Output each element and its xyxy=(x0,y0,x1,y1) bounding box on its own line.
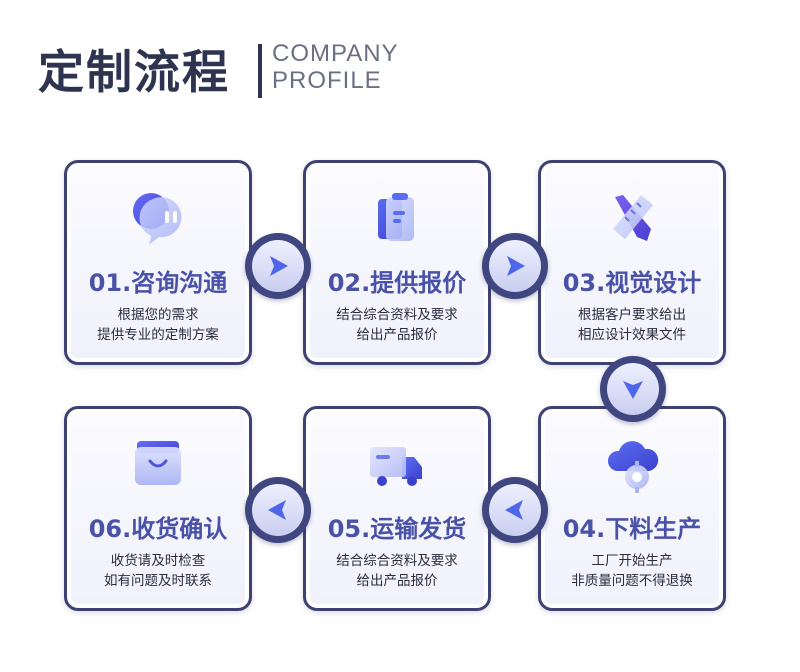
arrow-left-icon xyxy=(268,500,286,520)
step-description: 工厂开始生产 非质量问题不得退换 xyxy=(541,551,723,591)
arrow-right-icon xyxy=(507,256,525,276)
arrow-right-icon xyxy=(270,256,288,276)
step-card-5: 05.运输发货 结合综合资料及要求 给出产品报价 xyxy=(303,406,491,611)
step-desc-line-2: 如有问题及时联系 xyxy=(104,573,212,589)
step-title: 02.提供报价 xyxy=(327,269,467,297)
step-card-4: 04.下料生产 工厂开始生产 非质量问题不得退换 xyxy=(538,406,726,611)
step-description: 结合综合资料及要求 给出产品报价 xyxy=(306,551,488,591)
header-subtitle: COMPANY PROFILE xyxy=(272,40,399,94)
step-card-2: 02.提供报价 结合综合资料及要求 给出产品报价 xyxy=(303,160,491,365)
arrow-left-icon xyxy=(505,500,523,520)
step-desc-line-1: 根据客户要求给出 xyxy=(578,307,686,323)
arrow-right-2 xyxy=(482,233,548,299)
step-card-3: 03.视觉设计 根据客户要求给出 相应设计效果文件 xyxy=(538,160,726,365)
step-title: 01.咨询沟通 xyxy=(88,269,228,297)
step-desc-line-1: 收货请及时检查 xyxy=(110,553,206,569)
step-description: 收货请及时检查 如有问题及时联系 xyxy=(67,551,249,591)
arrow-left-2 xyxy=(245,477,311,543)
step-card-1: 01.咨询沟通 根据您的需求 提供专业的定制方案 xyxy=(64,160,252,365)
step-desc-line-2: 给出产品报价 xyxy=(356,327,438,343)
clipboard-icon xyxy=(378,193,414,241)
step-desc-line-1: 结合综合资料及要求 xyxy=(336,307,458,323)
delivery-truck-icon xyxy=(370,447,422,486)
step-desc-line-2: 相应设计效果文件 xyxy=(578,327,686,343)
subtitle-line-2: PROFILE xyxy=(272,67,382,94)
chat-bubbles-icon xyxy=(133,193,182,245)
step-title: 06.收货确认 xyxy=(88,515,228,543)
arrow-left-1 xyxy=(482,477,548,543)
page-title: 定制流程 xyxy=(38,45,230,99)
subtitle-line-1: COMPANY xyxy=(272,40,399,67)
step-title: 05.运输发货 xyxy=(327,515,467,543)
cloud-gear-icon xyxy=(607,441,659,493)
header-divider xyxy=(258,44,262,98)
step-title: 04.下料生产 xyxy=(562,515,702,543)
step-description: 根据您的需求 提供专业的定制方案 xyxy=(67,305,249,345)
step-desc-line-1: 工厂开始生产 xyxy=(591,553,673,569)
step-desc-line-2: 非质量问题不得退换 xyxy=(571,573,693,589)
arrow-down xyxy=(600,356,666,422)
step-title: 03.视觉设计 xyxy=(562,269,702,297)
step-card-6: 06.收货确认 收货请及时检查 如有问题及时联系 xyxy=(64,406,252,611)
pencil-ruler-icon xyxy=(613,195,653,241)
step-desc-line-2: 提供专业的定制方案 xyxy=(97,327,219,343)
step-desc-line-1: 根据您的需求 xyxy=(117,307,199,323)
shopping-bag-icon xyxy=(135,441,181,485)
step-desc-line-1: 结合综合资料及要求 xyxy=(336,553,458,569)
step-description: 结合综合资料及要求 给出产品报价 xyxy=(306,305,488,345)
arrow-down-icon xyxy=(623,381,643,399)
arrow-right-1 xyxy=(245,233,311,299)
step-desc-line-2: 给出产品报价 xyxy=(356,573,438,589)
step-description: 根据客户要求给出 相应设计效果文件 xyxy=(541,305,723,345)
